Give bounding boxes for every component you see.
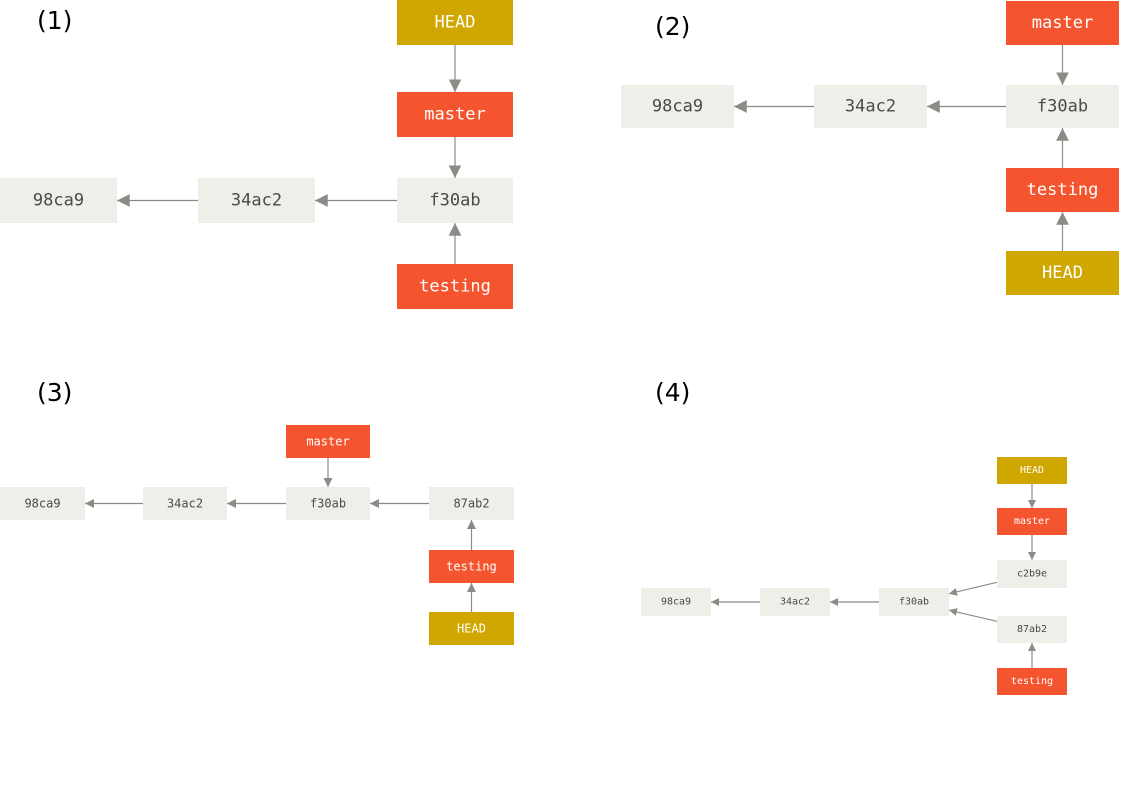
commit-node-f30ab: f30ab [1006, 85, 1119, 128]
head-pointer-box [429, 612, 514, 645]
branch-label-box [997, 668, 1067, 695]
head-pointer-box [1006, 251, 1119, 295]
head-pointer-box [997, 457, 1067, 484]
branch-label-master: master [286, 425, 370, 458]
commit-node-box [429, 487, 514, 520]
panel-1-label: (1) [37, 6, 73, 35]
commit-node-text: 34ac2 [780, 597, 810, 608]
branch-label-master: master [397, 92, 513, 137]
commit-node-text: 98ca9 [33, 191, 84, 211]
branch-label-text: testing [1011, 676, 1053, 687]
branch-label-testing: testing [429, 550, 514, 583]
branch-label-box [286, 425, 370, 458]
panel-1: HEAD master 98ca9 34ac2 f30ab testing [0, 0, 513, 309]
branch-label-text: master [1014, 516, 1050, 527]
head-pointer-text: HEAD [1020, 465, 1044, 476]
commit-node-text: 34ac2 [845, 97, 896, 117]
head-pointer-text: HEAD [435, 13, 476, 33]
commit-node-98ca9: 98ca9 [621, 85, 734, 128]
branch-label-text: master [1032, 13, 1093, 33]
panel-2-label: (2) [655, 12, 691, 41]
commit-node-c2b9e: c2b9e [997, 560, 1067, 588]
commit-node-box [0, 487, 85, 520]
commit-node-text: f30ab [899, 597, 929, 608]
commit-node-text: 87ab2 [1017, 624, 1047, 635]
branch-label-box [429, 550, 514, 583]
head-pointer-head: HEAD [397, 0, 513, 45]
branch-label-box [397, 264, 513, 309]
branch-label-box [1006, 168, 1119, 212]
commit-node-text: 98ca9 [24, 497, 60, 511]
commit-node-box [814, 85, 927, 128]
head-pointer-head: HEAD [997, 457, 1067, 484]
panel-4-label: (4) [655, 378, 691, 407]
commit-node-box [760, 588, 830, 616]
commit-node-34ac2: 34ac2 [814, 85, 927, 128]
arrow-c2b9e-to-f30ab [948, 581, 998, 596]
branch-label-master: master [997, 508, 1067, 535]
commit-node-text: 87ab2 [453, 497, 489, 511]
commit-node-box [997, 616, 1067, 643]
commit-node-87ab2: 87ab2 [429, 487, 514, 520]
commit-node-text: 98ca9 [652, 97, 703, 117]
commit-node-f30ab: f30ab [286, 487, 370, 520]
arrow-87ab2-to-f30ab [948, 608, 998, 622]
commit-node-text: 34ac2 [167, 497, 203, 511]
branch-label-testing: testing [997, 668, 1067, 695]
commit-node-box [997, 560, 1067, 588]
commit-node-text: f30ab [1037, 97, 1088, 117]
head-pointer-head: HEAD [429, 612, 514, 645]
commit-node-box [1006, 85, 1119, 128]
commit-node-98ca9: 98ca9 [0, 487, 85, 520]
branch-label-text: testing [1027, 180, 1099, 200]
commit-node-text: 98ca9 [661, 597, 691, 608]
branch-label-testing: testing [1006, 168, 1119, 212]
head-pointer-head: HEAD [1006, 251, 1119, 295]
commit-node-34ac2: 34ac2 [760, 588, 830, 616]
branch-label-box [1006, 1, 1119, 45]
branch-label-box [997, 508, 1067, 535]
commit-node-87ab2: 87ab2 [997, 616, 1067, 643]
commit-node-f30ab: f30ab [879, 588, 949, 616]
commit-node-box [641, 588, 711, 616]
branch-label-text: master [424, 105, 485, 125]
commit-node-34ac2: 34ac2 [143, 487, 227, 520]
commit-node-text: c2b9e [1017, 569, 1047, 580]
branch-label-testing: testing [397, 264, 513, 309]
branch-label-text: testing [446, 560, 497, 574]
commit-node-box [397, 178, 513, 223]
commit-node-box [286, 487, 370, 520]
commit-node-f30ab: f30ab [397, 178, 513, 223]
head-pointer-text: HEAD [1042, 263, 1083, 283]
branch-label-text: master [306, 435, 349, 449]
commit-node-text: 34ac2 [231, 191, 282, 211]
commit-node-box [621, 85, 734, 128]
commit-node-text: f30ab [310, 497, 346, 511]
commit-node-box [143, 487, 227, 520]
head-pointer-text: HEAD [457, 622, 486, 636]
commit-node-box [879, 588, 949, 616]
branch-label-master: master [1006, 1, 1119, 45]
branch-label-box [397, 92, 513, 137]
panel-4: HEAD master c2b9e 98ca9 34ac2 f30ab 87ab2 testi… [641, 457, 1067, 695]
commit-node-box [198, 178, 315, 223]
head-pointer-box [397, 0, 513, 45]
commit-node-box [0, 178, 117, 223]
branch-label-text: testing [419, 277, 491, 297]
commit-node-98ca9: 98ca9 [0, 178, 117, 223]
commit-node-98ca9: 98ca9 [641, 588, 711, 616]
commit-node-text: f30ab [429, 191, 480, 211]
panel-3-label: (3) [37, 378, 73, 407]
commit-node-34ac2: 34ac2 [198, 178, 315, 223]
